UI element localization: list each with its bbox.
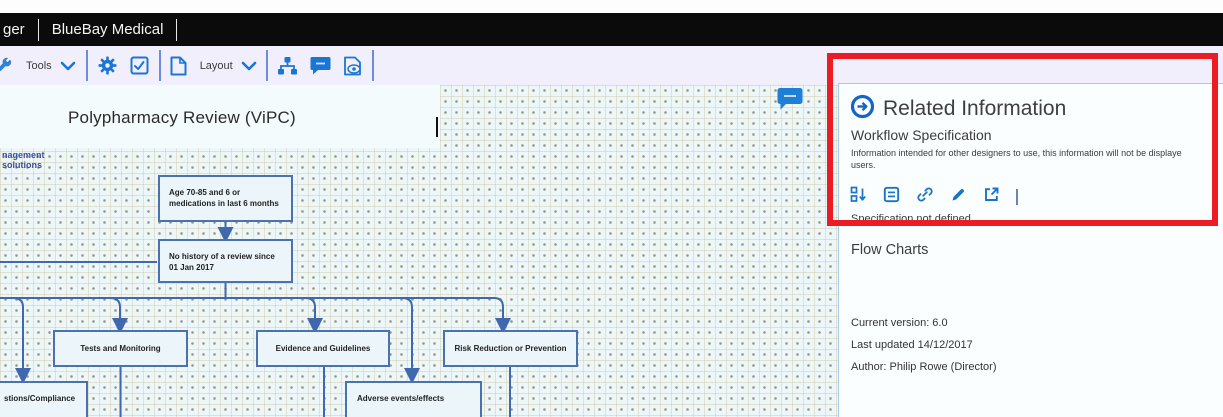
node-text: 01 Jan 2017	[169, 263, 214, 272]
panel-description: Information intended for other designers…	[851, 148, 1182, 158]
wrench-icon[interactable]	[0, 56, 14, 76]
tools-menu-label[interactable]: Tools	[26, 59, 52, 72]
sitemap-icon[interactable]	[277, 56, 298, 76]
toolbar-divider	[371, 50, 374, 81]
comment-icon[interactable]	[310, 56, 331, 75]
author-text: Author: Philip Rowe (Director)	[851, 361, 997, 373]
node-text: Evidence and Guidelines	[275, 344, 371, 353]
flow-node-evidence[interactable]: Evidence and Guidelines	[256, 330, 390, 367]
node-text: stions/Compliance	[4, 394, 76, 403]
node-text: Age 70-85 and 6 or	[169, 188, 241, 197]
node-text: Tests and Monitoring	[80, 344, 161, 353]
comment-bubble-icon[interactable]	[777, 87, 804, 116]
preview-document-icon[interactable]	[343, 56, 363, 76]
flow-charts-heading: Flow Charts	[851, 242, 929, 258]
browser-title-bar: ger BlueBay Medical	[0, 13, 1223, 46]
toolbar-divider	[85, 50, 88, 81]
link-icon[interactable]	[916, 186, 934, 208]
layout-menu-label[interactable]: Layout	[199, 59, 233, 72]
node-text: No history of a review since	[169, 252, 275, 261]
browser-bar-divider	[176, 18, 178, 41]
top-margin-strip	[0, 0, 1223, 13]
node-text: Adverse events/effects	[357, 394, 445, 403]
flow-node-risk[interactable]: Risk Reduction or Prevention	[443, 330, 578, 367]
browser-bar-divider	[37, 18, 39, 41]
spec-status-text: Specification not defined	[851, 213, 971, 225]
text-cursor	[436, 117, 438, 137]
node-text: medications in last 6 months	[169, 199, 279, 208]
logo-line: solutions	[2, 160, 42, 170]
checkbox-icon[interactable]	[130, 56, 149, 75]
flowchart-connectors	[0, 222, 511, 417]
diagram-title[interactable]: Polypharmacy Review (ViPC)	[68, 108, 296, 127]
related-info-arrow-icon	[850, 94, 875, 124]
flow-node-tests[interactable]: Tests and Monitoring	[53, 330, 188, 367]
chevron-down-icon[interactable]	[60, 61, 76, 71]
new-page-icon[interactable]	[170, 56, 187, 76]
browser-bar-left-text[interactable]: ger	[3, 21, 25, 38]
notes-icon[interactable]	[883, 186, 900, 208]
open-external-icon[interactable]	[983, 186, 1000, 208]
flow-node-adverse[interactable]: Adverse events/effects	[345, 381, 482, 417]
panel-title: Related Information	[883, 97, 1067, 120]
flow-node-questions[interactable]: stions/Compliance	[0, 381, 88, 417]
panel-action-bar	[850, 186, 1018, 208]
last-updated-text: Last updated 14/12/2017	[851, 339, 973, 351]
edit-pencil-icon[interactable]	[950, 186, 967, 208]
panel-section-title: Workflow Specification	[851, 127, 992, 143]
current-version-text: Current version: 6.0	[851, 317, 948, 329]
flow-node-criteria[interactable]: Age 70-85 and 6 or medications in last 6…	[158, 175, 293, 222]
related-information-panel: Related Information Workflow Specificati…	[838, 83, 1223, 417]
panel-description: users.	[851, 160, 876, 170]
diagram-toolbar: Tools Layout	[0, 46, 1223, 85]
toolbar-divider	[265, 50, 268, 81]
site-title[interactable]: BlueBay Medical	[51, 21, 164, 38]
logo-line: nagement	[2, 150, 45, 160]
panel-divider	[1016, 189, 1018, 205]
node-text: Risk Reduction or Prevention	[454, 344, 567, 353]
reorder-icon[interactable]	[850, 186, 867, 208]
flow-node-history[interactable]: No history of a review since 01 Jan 2017	[158, 239, 293, 283]
diagram-title-box[interactable]	[0, 85, 440, 148]
chevron-down-icon[interactable]	[241, 61, 257, 71]
logo-text: nagement solutions	[2, 150, 45, 170]
toolbar-divider	[158, 50, 161, 81]
settings-gear-icon[interactable]	[98, 56, 117, 75]
